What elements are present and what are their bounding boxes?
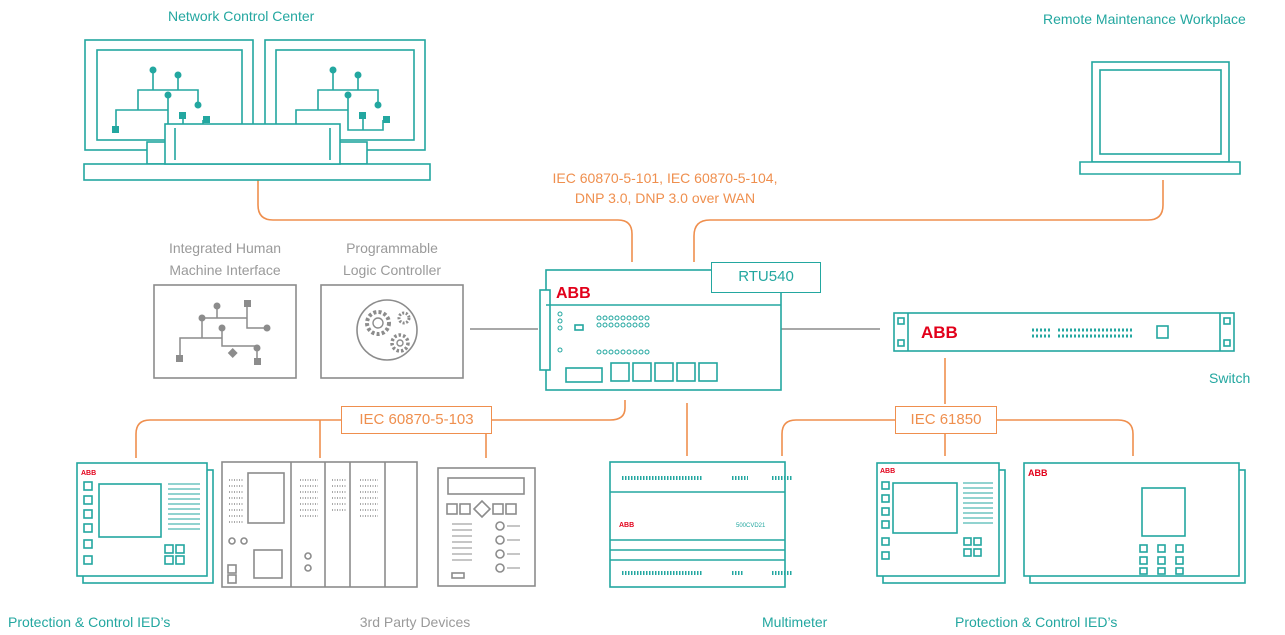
multimeter-terminals [622,476,792,575]
rtu-leds [557,311,650,355]
multimeter-abb-logo: ABB [619,522,634,529]
rtu540-label: RTU540 [711,262,821,293]
plc-label-line-2: Logic Controller [342,262,442,278]
ied-left-lines [168,483,200,530]
gear-icon [365,310,411,353]
multimeter-device [609,461,786,588]
network-switch [893,312,1235,352]
third-party-relay-lines [452,523,520,569]
remote-maintenance-label: Remote Maintenance Workplace [1043,11,1246,27]
ied-right-label: Protection & Control IED’s [955,614,1118,630]
hmi-device [153,284,297,379]
abb-logos: ABB ABB ABB ABB ABB ABB [81,285,1048,529]
switch-ports [1032,328,1133,338]
ied-right-large-abb-logo: ABB [1028,468,1048,478]
ied-left-abb-logo: ABB [81,470,96,477]
iec-103-label: IEC 60870-5-103 [341,406,492,434]
network-control-center-label: Network Control Center [168,8,315,24]
plc-label-line-1: Programmable [346,240,438,256]
multimeter-label: Multimeter [762,614,828,630]
rtu-abb-logo: ABB [556,285,591,302]
ied-left [76,462,214,584]
server-rack [83,123,431,181]
network-tree-right [292,66,390,133]
iec-61850-label: IEC 61850 [895,406,997,434]
plc-device [320,284,464,379]
network-tree-left [112,66,210,133]
switch-label: Switch [1209,370,1251,386]
hmi-tree-icon [176,300,271,365]
hmi-label-line-1: Integrated Human [168,240,282,256]
ied-left-label: Protection & Control IED’s [8,614,171,630]
ied-right-small [876,462,1006,584]
protocols-line-2: DNP 3.0, DNP 3.0 over WAN [574,190,756,206]
ied-right-small-lines [963,482,993,524]
switch-abb-logo: ABB [921,323,958,342]
third-party-lines [229,479,378,523]
multimeter-model-label: 500CVD21 [736,523,766,529]
hmi-label-line-2: Machine Interface [169,262,281,278]
ied-right-small-abb-logo: ABB [880,468,895,475]
protocols-line-1: IEC 60870-5-101, IEC 60870-5-104, [552,170,778,186]
ied-right-large [1023,462,1246,584]
laptop-icon [1079,61,1241,175]
third-party-relay [437,467,536,587]
third-party-label: 3rd Party Devices [359,614,471,630]
third-party-panel [221,461,418,588]
